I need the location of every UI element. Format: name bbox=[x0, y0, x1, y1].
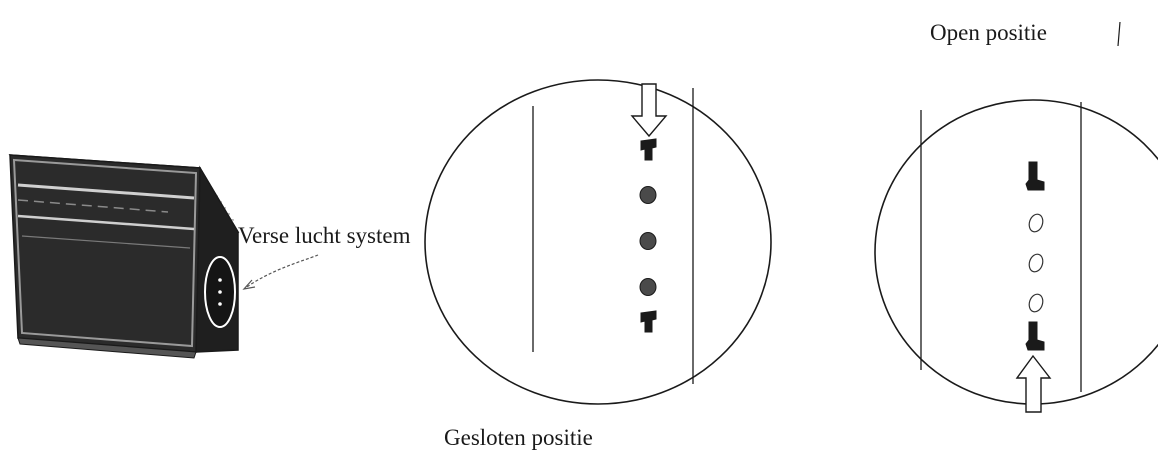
unit-front-face bbox=[9, 154, 201, 353]
pointer-line bbox=[242, 254, 319, 290]
open-latch bbox=[1025, 161, 1045, 191]
fresh-air-system-label: Verse lucht system bbox=[238, 223, 411, 248]
closed-hole-filled bbox=[639, 232, 657, 250]
closed-panel-circle bbox=[424, 79, 772, 405]
unit-stripe-1 bbox=[17, 183, 195, 200]
closed-hole-filled bbox=[639, 186, 657, 204]
air-conditioner-unit bbox=[8, 154, 240, 359]
open-latch bbox=[1025, 321, 1045, 351]
pointer-arrowhead bbox=[242, 279, 256, 290]
unit-stripe-4 bbox=[21, 235, 191, 249]
open-position-panel bbox=[874, 99, 1158, 413]
open-hole-empty bbox=[1028, 293, 1044, 313]
closed-position-label: Gesloten positie bbox=[444, 425, 593, 450]
closed-down-arrow bbox=[630, 83, 668, 138]
open-position-label: Open positie bbox=[930, 20, 1047, 45]
closed-latches bbox=[640, 138, 657, 333]
unit-indicator-dots bbox=[218, 278, 222, 306]
open-panel-circle bbox=[874, 99, 1158, 405]
unit-indicator-dot bbox=[218, 302, 222, 306]
open-label-cursor-mark bbox=[1117, 21, 1121, 47]
closed-holes bbox=[639, 186, 657, 296]
closed-latch bbox=[640, 310, 657, 333]
open-hole-empty bbox=[1028, 213, 1044, 233]
unit-indicator-dot bbox=[218, 278, 222, 282]
open-holes bbox=[1028, 213, 1044, 313]
unit-front-border bbox=[12, 158, 198, 348]
open-up-arrow bbox=[1015, 354, 1052, 413]
unit-base bbox=[17, 337, 197, 359]
unit-stripe-2 bbox=[17, 199, 169, 213]
open-hole-empty bbox=[1028, 253, 1044, 273]
closed-position-panel bbox=[424, 79, 772, 405]
closed-latch bbox=[640, 138, 657, 161]
unit-stripe-3 bbox=[17, 214, 195, 231]
closed-hole-filled bbox=[639, 278, 657, 296]
open-latches bbox=[1025, 161, 1045, 351]
unit-indicator-dot bbox=[218, 290, 222, 294]
